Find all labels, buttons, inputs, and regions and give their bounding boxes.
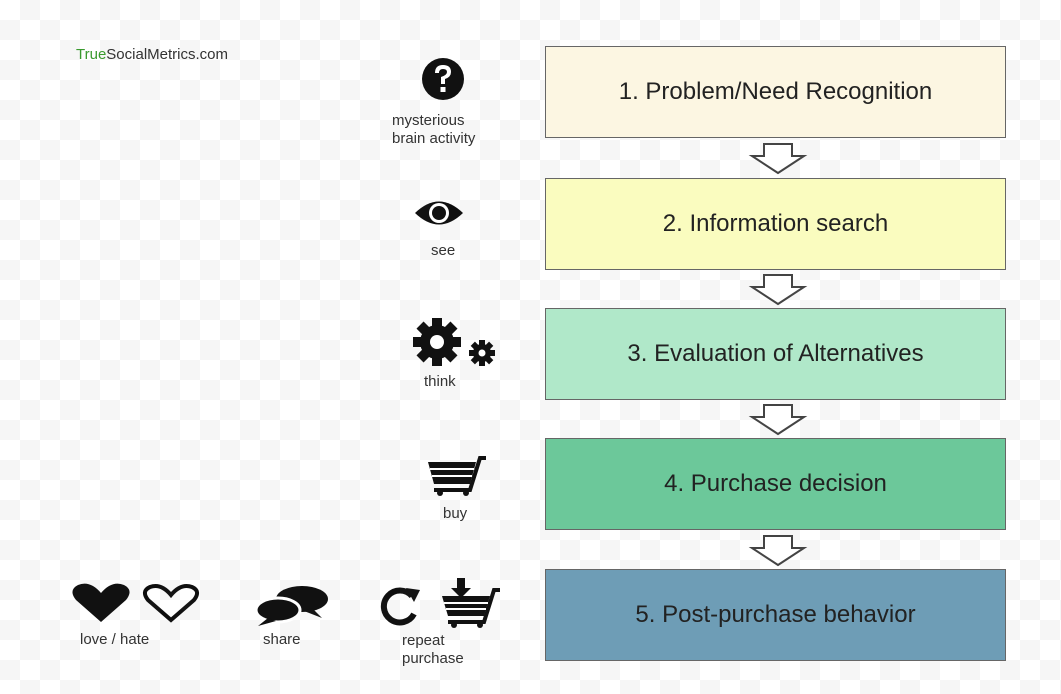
step-2-label: 2. Information search — [662, 210, 889, 237]
down-arrow-icon — [748, 274, 808, 306]
step-3-box: 3. Evaluation of Alternatives — [545, 308, 1006, 400]
think-label: think — [424, 373, 456, 390]
step-5-box: 5. Post-purchase behavior — [545, 569, 1006, 661]
brand-logo-text: TrueSocialMetrics.com — [76, 46, 228, 63]
heart-outline-icon — [143, 584, 199, 623]
repeat-purchase-label: repeat purchase — [402, 632, 464, 667]
eye-icon — [415, 201, 463, 225]
down-arrow-icon — [748, 535, 808, 567]
step-4-label: 4. Purchase decision — [664, 470, 887, 497]
question-icon — [422, 58, 464, 100]
down-arrow-icon — [748, 143, 808, 175]
step-3-label: 3. Evaluation of Alternatives — [627, 340, 924, 367]
share-label: share — [263, 631, 301, 648]
down-arrow-icon — [748, 404, 808, 436]
step-2-box: 2. Information search — [545, 178, 1006, 270]
speech-bubbles-icon — [254, 586, 328, 626]
step-1-box: 1. Problem/Need Recognition — [545, 46, 1006, 138]
mysterious-label: mysterious brain activity — [392, 112, 476, 147]
gears-icon — [413, 318, 495, 366]
step-5-label: 5. Post-purchase behavior — [635, 601, 916, 628]
see-label: see — [431, 242, 456, 259]
step-1-label: 1. Problem/Need Recognition — [618, 78, 933, 105]
step-4-box: 4. Purchase decision — [545, 438, 1006, 530]
cart-icon — [428, 456, 486, 496]
love-hate-label: love / hate — [80, 631, 150, 648]
buy-label: buy — [443, 505, 468, 522]
heart-filled-icon — [72, 583, 130, 622]
cart-download-icon — [442, 578, 500, 628]
repeat-icon — [380, 587, 420, 626]
